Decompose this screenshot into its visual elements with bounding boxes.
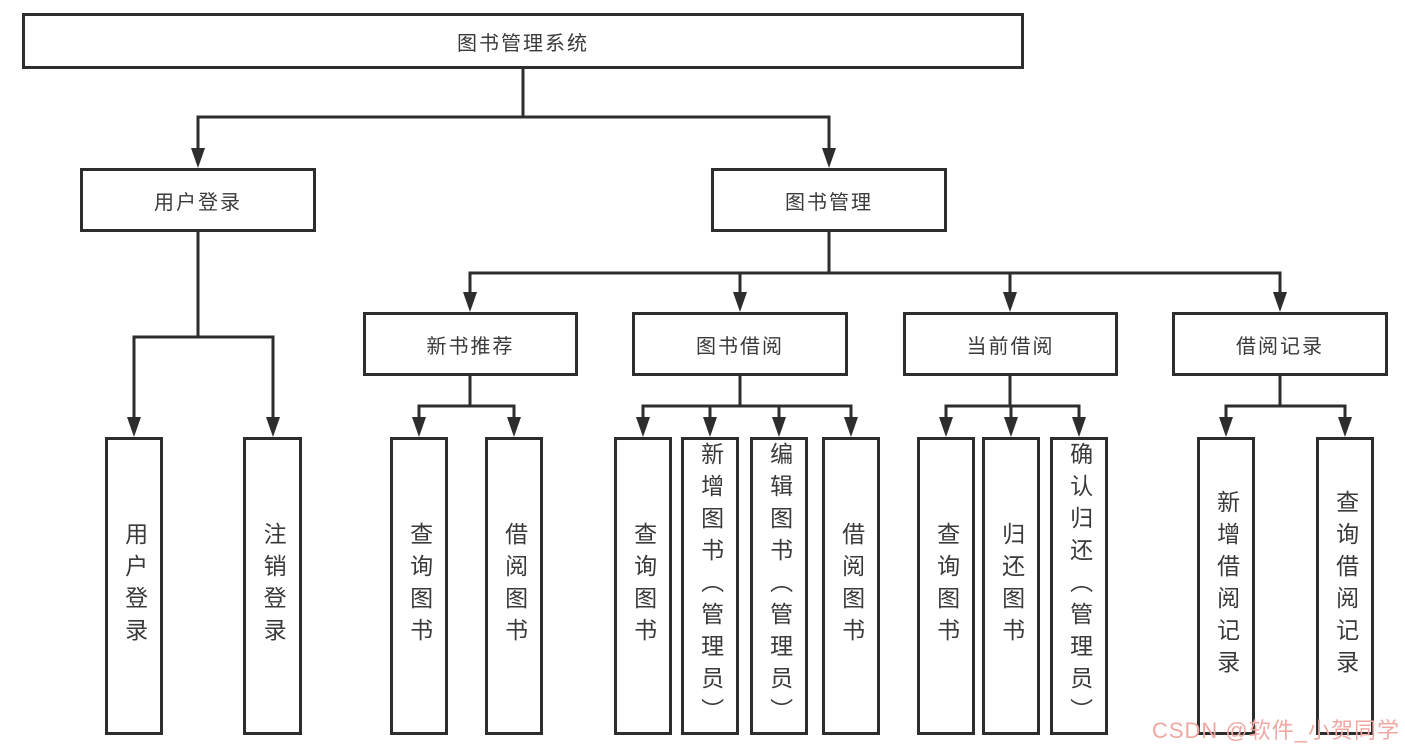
leaf-borrow-book: 借阅图书	[822, 437, 880, 735]
node-user-login: 用户登录	[80, 168, 316, 232]
leaf-borrow-book-label: 借阅图书	[501, 522, 528, 650]
leaf-return-book: 归还图书	[982, 437, 1040, 735]
node-book-manage: 图书管理	[711, 168, 947, 232]
node-borrow-record-label: 借阅记录	[1236, 335, 1324, 358]
node-user-login-label: 用户登录	[154, 191, 242, 214]
leaf-add-book-admin-label: 新增图书（管理员）	[697, 442, 724, 730]
leaf-logout-label: 注销登录	[260, 522, 287, 650]
leaf-borrow-book: 借阅图书	[485, 437, 543, 735]
leaf-add-borrow-record-label: 新增借阅记录	[1213, 490, 1240, 682]
node-new-book-recommend-label: 新书推荐	[426, 335, 515, 358]
leaf-query-book: 查询图书	[917, 437, 975, 735]
leaf-edit-book-admin-label: 编辑图书（管理员）	[766, 442, 793, 730]
csdn-watermark: CSDN @软件_小贺同学	[1151, 718, 1400, 743]
node-book-borrow: 图书借阅	[632, 312, 848, 376]
node-book-manage-label: 图书管理	[785, 191, 873, 214]
node-root: 图书管理系统	[22, 13, 1024, 69]
leaf-add-borrow-record: 新增借阅记录	[1197, 437, 1255, 735]
node-root-label: 图书管理系统	[457, 32, 589, 55]
leaf-borrow-book-label: 借阅图书	[838, 522, 865, 650]
leaf-query-book: 查询图书	[390, 437, 448, 735]
node-new-book-recommend: 新书推荐	[363, 312, 578, 376]
node-current-borrow: 当前借阅	[903, 312, 1118, 376]
leaf-query-book-label: 查询图书	[933, 522, 960, 650]
leaf-user-login: 用户登录	[105, 437, 163, 735]
arrowheads	[127, 148, 1352, 437]
leaf-confirm-return-admin: 确认归还（管理员）	[1050, 437, 1108, 735]
leaf-confirm-return-admin-label: 确认归还（管理员）	[1066, 442, 1093, 730]
node-current-borrow-label: 当前借阅	[966, 335, 1055, 358]
leaf-return-book-label: 归还图书	[998, 522, 1025, 650]
node-borrow-record: 借阅记录	[1172, 312, 1388, 376]
leaf-query-borrow-record: 查询借阅记录	[1316, 437, 1374, 735]
leaf-query-book: 查询图书	[614, 437, 672, 735]
leaf-logout: 注销登录	[243, 437, 302, 735]
leaf-user-login-label: 用户登录	[121, 522, 148, 650]
node-book-borrow-label: 图书借阅	[696, 335, 784, 358]
leaf-query-book-label: 查询图书	[406, 522, 433, 650]
leaf-add-book-admin: 新增图书（管理员）	[681, 437, 739, 735]
leaf-query-book-label: 查询图书	[630, 522, 657, 650]
leaf-query-borrow-record-label: 查询借阅记录	[1332, 490, 1359, 682]
leaf-edit-book-admin: 编辑图书（管理员）	[750, 437, 808, 735]
